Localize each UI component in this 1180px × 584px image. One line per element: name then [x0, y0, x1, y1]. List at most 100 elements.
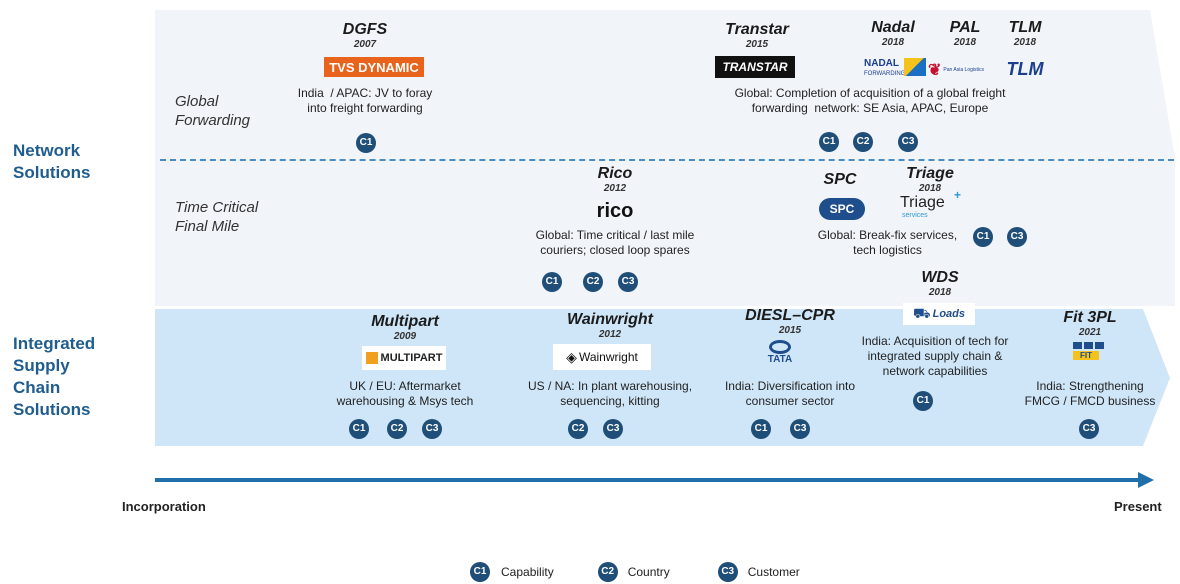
fit-logo-block	[1073, 342, 1082, 349]
acquisition-name: DGFS	[342, 21, 388, 38]
acquisition-name: Transtar	[725, 21, 789, 38]
acquisition-tlm: TLM 2018	[1000, 19, 1050, 49]
acquisition-year: 2012	[603, 183, 627, 194]
acquisition-name: Wainwright	[567, 311, 653, 328]
badge-c2: C2	[853, 132, 873, 152]
rico-description: Global: Time critical / last mile courie…	[535, 228, 695, 257]
fit-logo-block	[1084, 342, 1093, 349]
badge-c3: C3	[898, 132, 918, 152]
acquisition-year: 2018	[928, 287, 952, 298]
badge-c1: C1	[751, 419, 771, 439]
axis-label-end: Present	[1114, 499, 1162, 514]
badge-c3: C3	[1079, 419, 1099, 439]
plus-icon: +	[954, 188, 962, 202]
pal-logo: ❦ Pan Asia Logistics	[928, 60, 1002, 80]
badge-c1: C1	[819, 132, 839, 152]
section-divider	[160, 159, 1174, 161]
wainwright-logo-text: Wainwright	[578, 350, 638, 364]
forwarding-description: Global: Completion of acquisition of a g…	[734, 86, 1006, 115]
spc-logo: SPC	[819, 198, 865, 220]
legend-label-customer: Customer	[747, 565, 800, 579]
legend-badge-c2: C2	[597, 562, 618, 582]
pal-logo-mark: ❦	[928, 62, 942, 79]
multipart-description: UK / EU: Aftermarket warehousing & Msys …	[336, 379, 474, 408]
loads-logo-text: Loads	[932, 308, 966, 320]
multipart-logo: MULTIPART	[362, 346, 446, 370]
subrow-label-time-critical: Time Critical Final Mile	[175, 199, 259, 235]
legend-badge-c1: C1	[470, 562, 490, 582]
tlm-logo: TLM	[1006, 58, 1044, 79]
acquisition-spc: SPC	[810, 171, 870, 189]
acquisition-wds: WDS 2018	[905, 269, 975, 299]
acquisition-year: 2018	[1013, 37, 1037, 48]
dgfs-description: India / APAC: JV to foray into freight f…	[297, 86, 433, 115]
acquisition-multipart: Multipart 2009	[355, 313, 455, 343]
row-label-integrated: Integrated Supply Chain Solutions	[13, 334, 96, 419]
nadal-logo-mark	[904, 58, 926, 76]
acquisition-rico: Rico 2012	[565, 165, 665, 195]
network-band	[155, 10, 1175, 306]
acquisition-nadal: Nadal 2018	[858, 19, 928, 49]
tata-logo: TATA	[764, 340, 796, 372]
fit-logo: FIT	[1073, 342, 1107, 372]
fit-logo-block	[1095, 342, 1104, 349]
legend-label-capability: Capability	[501, 565, 554, 579]
acquisition-year: 2007	[353, 39, 377, 50]
acquisition-year: 2018	[953, 37, 977, 48]
acquisition-dgfs: DGFS 2007	[315, 21, 415, 51]
acquisition-diesl-cpr: DIESL–CPR 2015	[730, 307, 850, 337]
acquisition-name: Triage	[906, 165, 954, 182]
acquisition-name: Rico	[597, 165, 633, 182]
tata-logo-mark	[769, 340, 791, 354]
subrow-label-global-forwarding: Global Forwarding	[175, 93, 251, 129]
timeline-arrowhead	[1138, 472, 1154, 488]
rico-logo: rico	[596, 199, 634, 222]
integrated-band	[155, 309, 1170, 446]
badge-c1: C1	[356, 133, 376, 153]
badge-c1: C1	[913, 391, 933, 411]
multipart-logo-text: MULTIPART	[380, 352, 443, 364]
final-mile-description: Global: Break-fix services, tech logisti…	[817, 228, 958, 257]
badge-c1: C1	[973, 227, 993, 247]
badge-c1: C1	[349, 419, 369, 439]
acquisition-pal: PAL 2018	[935, 19, 995, 49]
acquisition-year: 2018	[918, 183, 942, 194]
badge-c3: C3	[618, 272, 638, 292]
nadal-logo-text: NADAL	[864, 58, 899, 69]
acquisition-fit-3pl: Fit 3PL 2021	[1050, 309, 1130, 339]
axis-label-start: Incorporation	[122, 499, 206, 514]
legend: C1 Capability C2 Country C3 Customer	[470, 562, 800, 582]
acquisition-year: 2012	[598, 329, 622, 340]
row-label-network: Network Solutions	[13, 141, 91, 182]
nadal-logo: NADAL FORWARDING	[864, 58, 928, 80]
loads-logo: ⛟ Loads	[903, 303, 975, 325]
badge-c3: C3	[603, 419, 623, 439]
multipart-logo-mark	[365, 352, 378, 364]
transtar-logo: TRANSTAR	[715, 56, 795, 78]
tvs-dynamic-logo: TVS DYNAMIC	[324, 57, 424, 77]
pal-logo-text: Pan Asia Logistics	[943, 67, 984, 73]
triage-logo-text: Triage	[900, 194, 945, 211]
acquisition-year: 2009	[393, 331, 417, 342]
truck-icon: ⛟	[912, 304, 931, 321]
tata-logo-text: TATA	[767, 354, 793, 365]
acquisition-name: Nadal	[871, 19, 915, 36]
fit-logo-blocks	[1073, 342, 1107, 349]
acquisition-name: SPC	[823, 171, 857, 188]
acquisition-year: 2021	[1078, 327, 1102, 338]
acquisition-name: DIESL–CPR	[745, 307, 835, 324]
badge-c3: C3	[790, 419, 810, 439]
badge-c2: C2	[583, 272, 603, 292]
acquisition-year: 2018	[881, 37, 905, 48]
badge-c2: C2	[568, 419, 588, 439]
triage-logo-sub: services	[902, 212, 928, 219]
acquisition-transtar: Transtar 2015	[707, 21, 807, 51]
legend-badge-c3: C3	[717, 562, 738, 582]
acquisition-name: Multipart	[371, 313, 439, 330]
acquisition-triage: Triage 2018	[895, 165, 965, 195]
wainwright-logo: ◈ Wainwright	[553, 344, 651, 370]
badge-c3: C3	[1007, 227, 1027, 247]
wds-description: India: Acquisition of tech for integrate…	[861, 334, 1009, 378]
wainwright-logo-mark: ◈	[566, 348, 577, 365]
